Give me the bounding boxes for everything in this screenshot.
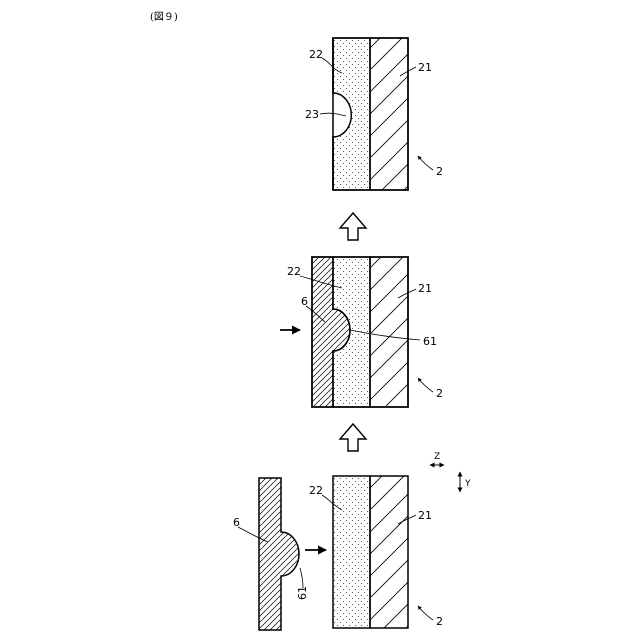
bottom-mold-6 bbox=[259, 478, 299, 630]
bottom-ref-61: 61 bbox=[296, 586, 309, 600]
y-axis-label: Y bbox=[464, 479, 471, 489]
stage-middle: 22 21 6 61 2 bbox=[280, 257, 443, 407]
middle-ref-21: 21 bbox=[418, 282, 432, 295]
middle-leader-2 bbox=[418, 378, 433, 392]
top-ref-22: 22 bbox=[309, 48, 323, 61]
middle-ref-2: 2 bbox=[436, 387, 443, 400]
bottom-layer-22 bbox=[333, 476, 370, 628]
middle-ref-61: 61 bbox=[423, 335, 437, 348]
bottom-layer-21 bbox=[370, 476, 408, 628]
bottom-ref-21: 21 bbox=[418, 509, 432, 522]
top-ref-21: 21 bbox=[418, 61, 432, 74]
bottom-leader-61 bbox=[300, 568, 303, 588]
process-arrow-upper bbox=[340, 213, 366, 240]
stage-top: 22 21 23 2 bbox=[305, 38, 443, 190]
process-arrow-lower bbox=[340, 424, 366, 451]
bottom-ref-61-group: 61 bbox=[296, 586, 309, 600]
bottom-ref-22: 22 bbox=[309, 484, 323, 497]
stage-bottom: 6 61 22 21 2 bbox=[233, 476, 443, 630]
bottom-ref-2: 2 bbox=[436, 615, 443, 628]
top-ref-23: 23 bbox=[305, 108, 319, 121]
middle-ref-6: 6 bbox=[301, 295, 308, 308]
figure-label: (図９) bbox=[150, 11, 178, 23]
top-ref-2: 2 bbox=[436, 165, 443, 178]
middle-ref-22: 22 bbox=[287, 265, 301, 278]
middle-layer-21 bbox=[370, 257, 408, 407]
z-axis-label: Z bbox=[434, 452, 440, 462]
axis-indicator: Z Y bbox=[430, 452, 471, 492]
bottom-leader-2 bbox=[418, 606, 433, 620]
top-leader-2 bbox=[418, 156, 433, 170]
top-layer-21 bbox=[370, 38, 408, 190]
